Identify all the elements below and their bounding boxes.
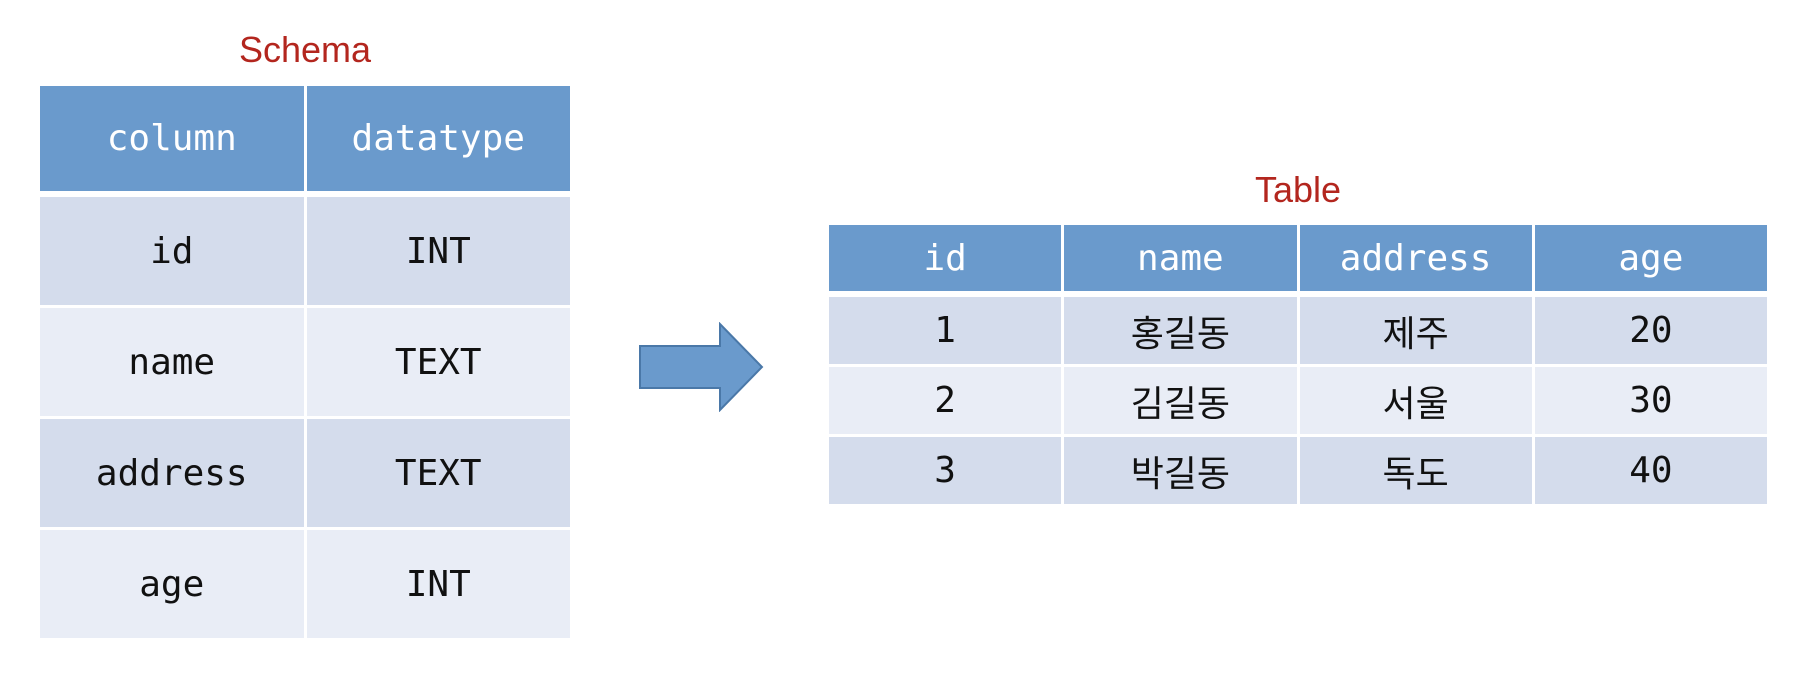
data-table: id name address age 1 홍길동 제주 20 2 김길동 서울… — [825, 222, 1771, 507]
data-cell-name: 김길동 — [1061, 364, 1300, 437]
schema-row: id INT — [37, 192, 573, 308]
schema-header-column: column — [37, 83, 307, 197]
schema-row: name TEXT — [37, 305, 573, 419]
data-cell-address: 제주 — [1296, 292, 1535, 367]
schema-cell-column: age — [37, 527, 307, 641]
schema-caption: Schema — [238, 29, 372, 70]
data-cell-age: 30 — [1531, 364, 1771, 437]
data-cell-id: 1 — [825, 292, 1065, 367]
data-header-age: age — [1531, 222, 1771, 297]
data-cell-age: 40 — [1531, 434, 1771, 507]
schema-table: column datatype id INT name TEXT address… — [37, 83, 573, 641]
schema-cell-datatype: INT — [303, 192, 573, 308]
data-cell-address: 독도 — [1296, 434, 1535, 507]
data-cell-address: 서울 — [1296, 364, 1535, 437]
data-cell-name: 박길동 — [1061, 434, 1300, 507]
data-header-name: name — [1061, 222, 1300, 297]
schema-cell-column: id — [37, 192, 307, 308]
right-arrow-icon — [639, 322, 764, 412]
schema-cell-datatype: TEXT — [303, 416, 573, 530]
data-header-address: address — [1296, 222, 1535, 297]
data-cell-id: 2 — [825, 364, 1065, 437]
data-header-row: id name address age — [825, 222, 1771, 297]
schema-row: address TEXT — [37, 416, 573, 530]
schema-cell-datatype: INT — [303, 527, 573, 641]
schema-cell-column: name — [37, 305, 307, 419]
data-header-id: id — [825, 222, 1065, 297]
data-cell-name: 홍길동 — [1061, 292, 1300, 367]
table-caption: Table — [1254, 169, 1342, 210]
data-row: 1 홍길동 제주 20 — [825, 292, 1771, 367]
schema-row: age INT — [37, 527, 573, 641]
data-row: 3 박길동 독도 40 — [825, 434, 1771, 507]
schema-header-row: column datatype — [37, 83, 573, 197]
schema-cell-datatype: TEXT — [303, 305, 573, 419]
data-cell-age: 20 — [1531, 292, 1771, 367]
schema-header-datatype: datatype — [303, 83, 573, 197]
data-row: 2 김길동 서울 30 — [825, 364, 1771, 437]
schema-cell-column: address — [37, 416, 307, 530]
data-cell-id: 3 — [825, 434, 1065, 507]
